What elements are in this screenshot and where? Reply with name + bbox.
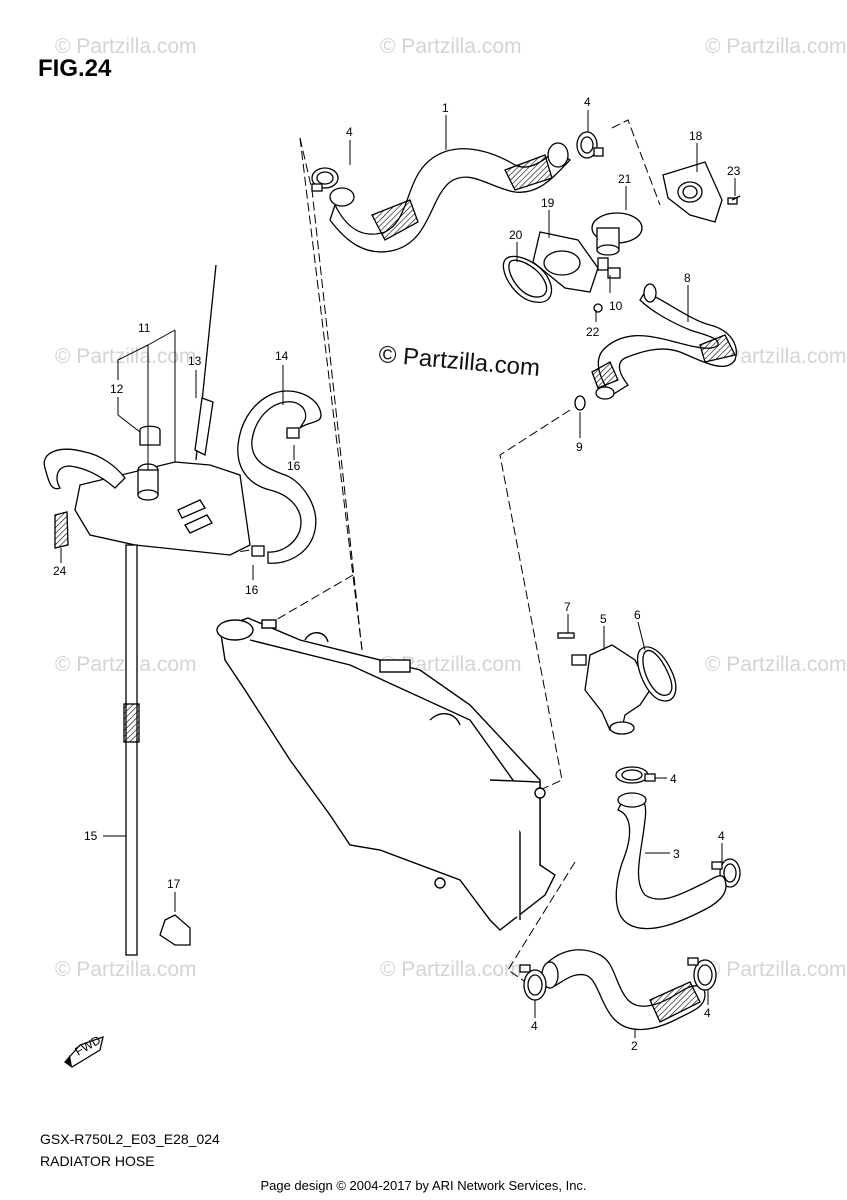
diagram-subtitle: RADIATOR HOSE (40, 1153, 155, 1169)
watermark: © Partzilla.com (705, 653, 847, 676)
callout-4: 4 (584, 95, 591, 109)
watermark: © Partzilla.com (705, 35, 847, 58)
bypass-hose-8 (574, 283, 737, 411)
callout-4: 4 (670, 772, 677, 786)
radiator-core (216, 617, 556, 931)
callout-4: 4 (531, 1019, 538, 1033)
callout-11: 11 (138, 321, 151, 335)
page-footer: Page design © 2004-2017 by ARI Network S… (260, 1178, 587, 1193)
reservoir-tank (43, 264, 251, 556)
callout-9: 9 (576, 440, 583, 454)
lower-hose-2 (541, 949, 706, 1031)
watermark: © Partzilla.com (705, 345, 847, 368)
callout-15: 15 (84, 829, 98, 843)
upper-radiator-hose (329, 142, 572, 253)
callout-18: 18 (689, 129, 703, 143)
callout-labels: 1 4 4 18 23 21 19 20 8 10 22 9 11 12 13 … (53, 95, 741, 1053)
callout-4: 4 (718, 829, 725, 843)
callout-12: 12 (110, 382, 124, 396)
lower-hose-3 (615, 792, 727, 930)
forward-arrow-icon: FWD (64, 1033, 104, 1068)
callout-16: 16 (287, 459, 301, 473)
callout-13: 13 (188, 354, 202, 368)
callout-19: 19 (541, 196, 555, 210)
watermark: © Partzilla.com (705, 958, 847, 981)
callout-24: 24 (53, 564, 67, 578)
callout-5: 5 (600, 612, 607, 626)
callout-6: 6 (634, 608, 641, 622)
thermostat-assembly (502, 161, 741, 313)
callout-1: 1 (442, 101, 449, 115)
hose-clamp (311, 131, 604, 192)
callout-3: 3 (673, 847, 680, 861)
callout-22: 22 (586, 325, 600, 339)
figure-title: FIG.24 (38, 55, 112, 82)
leader-lines (60, 110, 736, 1038)
hose-clamp (519, 957, 717, 1001)
callout-8: 8 (684, 271, 691, 285)
drain-pipe-15 (54, 511, 191, 956)
watermark: © Partzilla.com (55, 958, 197, 981)
callout-2: 2 (631, 1039, 638, 1053)
watermark: © Partzilla.com (380, 35, 522, 58)
callout-10: 10 (609, 299, 623, 313)
callout-20: 20 (509, 228, 523, 242)
callout-17: 17 (167, 877, 181, 891)
callout-4: 4 (346, 125, 353, 139)
callout-21: 21 (618, 172, 632, 186)
callout-4: 4 (704, 1006, 711, 1020)
callout-16: 16 (245, 583, 259, 597)
watermark: © Partzilla.com (380, 958, 522, 981)
water-inlet-assembly (557, 632, 677, 735)
overflow-hose-14 (194, 390, 322, 564)
watermark: © Partzilla.com (55, 35, 197, 58)
callout-14: 14 (275, 349, 289, 363)
callout-23: 23 (727, 164, 741, 178)
model-code: GSX-R750L2_E03_E28_024 (40, 1131, 220, 1147)
callout-7: 7 (564, 600, 571, 614)
